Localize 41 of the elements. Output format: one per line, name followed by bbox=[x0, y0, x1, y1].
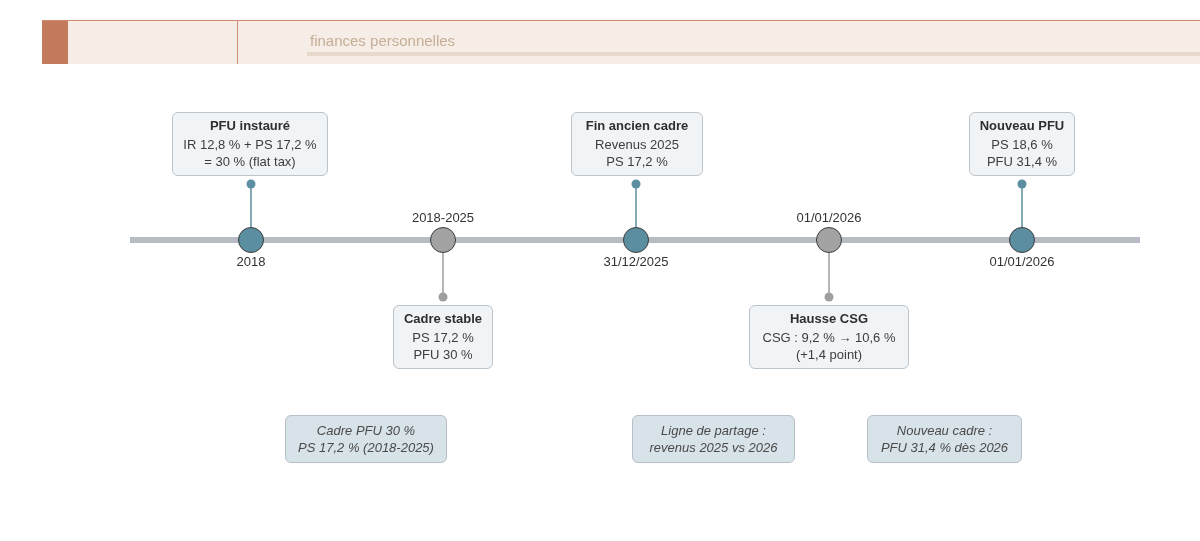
event-details: Revenus 2025 PS 17,2 % bbox=[594, 136, 680, 170]
connector-stem bbox=[438, 252, 448, 302]
event-card bbox=[749, 305, 909, 369]
event-title: Nouveau PFU bbox=[978, 117, 1066, 134]
event-details: IR 12,8 % + PS 17,2 % = 30 % (flat tax) bbox=[182, 136, 318, 170]
event-card bbox=[571, 112, 703, 176]
date-label: 01/01/2026 bbox=[796, 209, 862, 226]
note-text: PFU 31,4 % dès 2026 bbox=[879, 439, 1010, 456]
note-text: Cadre PFU 30 % bbox=[315, 422, 417, 439]
connector-stem bbox=[1017, 179, 1027, 228]
event-title: PFU instauré bbox=[208, 117, 292, 134]
timeline-marker bbox=[816, 227, 842, 253]
date-label: 31/12/2025 bbox=[603, 253, 669, 270]
note-text: Ligne de partage : bbox=[660, 422, 767, 439]
note-text: revenus 2025 vs 2026 bbox=[648, 439, 779, 456]
connector-stem bbox=[631, 179, 641, 228]
event-card bbox=[172, 112, 328, 176]
event-title: Hausse CSG bbox=[788, 310, 869, 327]
event-card bbox=[393, 305, 493, 369]
event-title: Cadre stable bbox=[402, 310, 483, 327]
timeline-marker bbox=[1009, 227, 1035, 253]
event-card bbox=[969, 112, 1075, 176]
timeline-marker bbox=[238, 227, 264, 253]
date-label: 2018-2025 bbox=[411, 209, 475, 226]
event-details: CSG : 9,2 % → 10,6 % (+1,4 point) bbox=[761, 329, 897, 363]
header-band bbox=[42, 20, 1200, 64]
timeline-marker bbox=[430, 227, 456, 253]
note-card bbox=[285, 415, 447, 463]
connector-stem bbox=[824, 252, 834, 302]
note-text: Nouveau cadre : bbox=[895, 422, 994, 439]
connector-stem bbox=[246, 179, 256, 228]
event-title: Fin ancien cadre bbox=[584, 117, 690, 134]
date-label: 2018 bbox=[236, 253, 266, 270]
event-details: PS 17,2 % PFU 30 % bbox=[411, 329, 475, 363]
note-card bbox=[632, 415, 795, 463]
date-label: 01/01/2026 bbox=[989, 253, 1055, 270]
section-label: finances personnelles bbox=[310, 32, 456, 50]
event-details: PS 18,6 % PFU 31,4 % bbox=[985, 136, 1059, 170]
timeline-marker bbox=[623, 227, 649, 253]
note-card bbox=[867, 415, 1022, 463]
note-text: PS 17,2 % (2018-2025) bbox=[297, 439, 435, 456]
